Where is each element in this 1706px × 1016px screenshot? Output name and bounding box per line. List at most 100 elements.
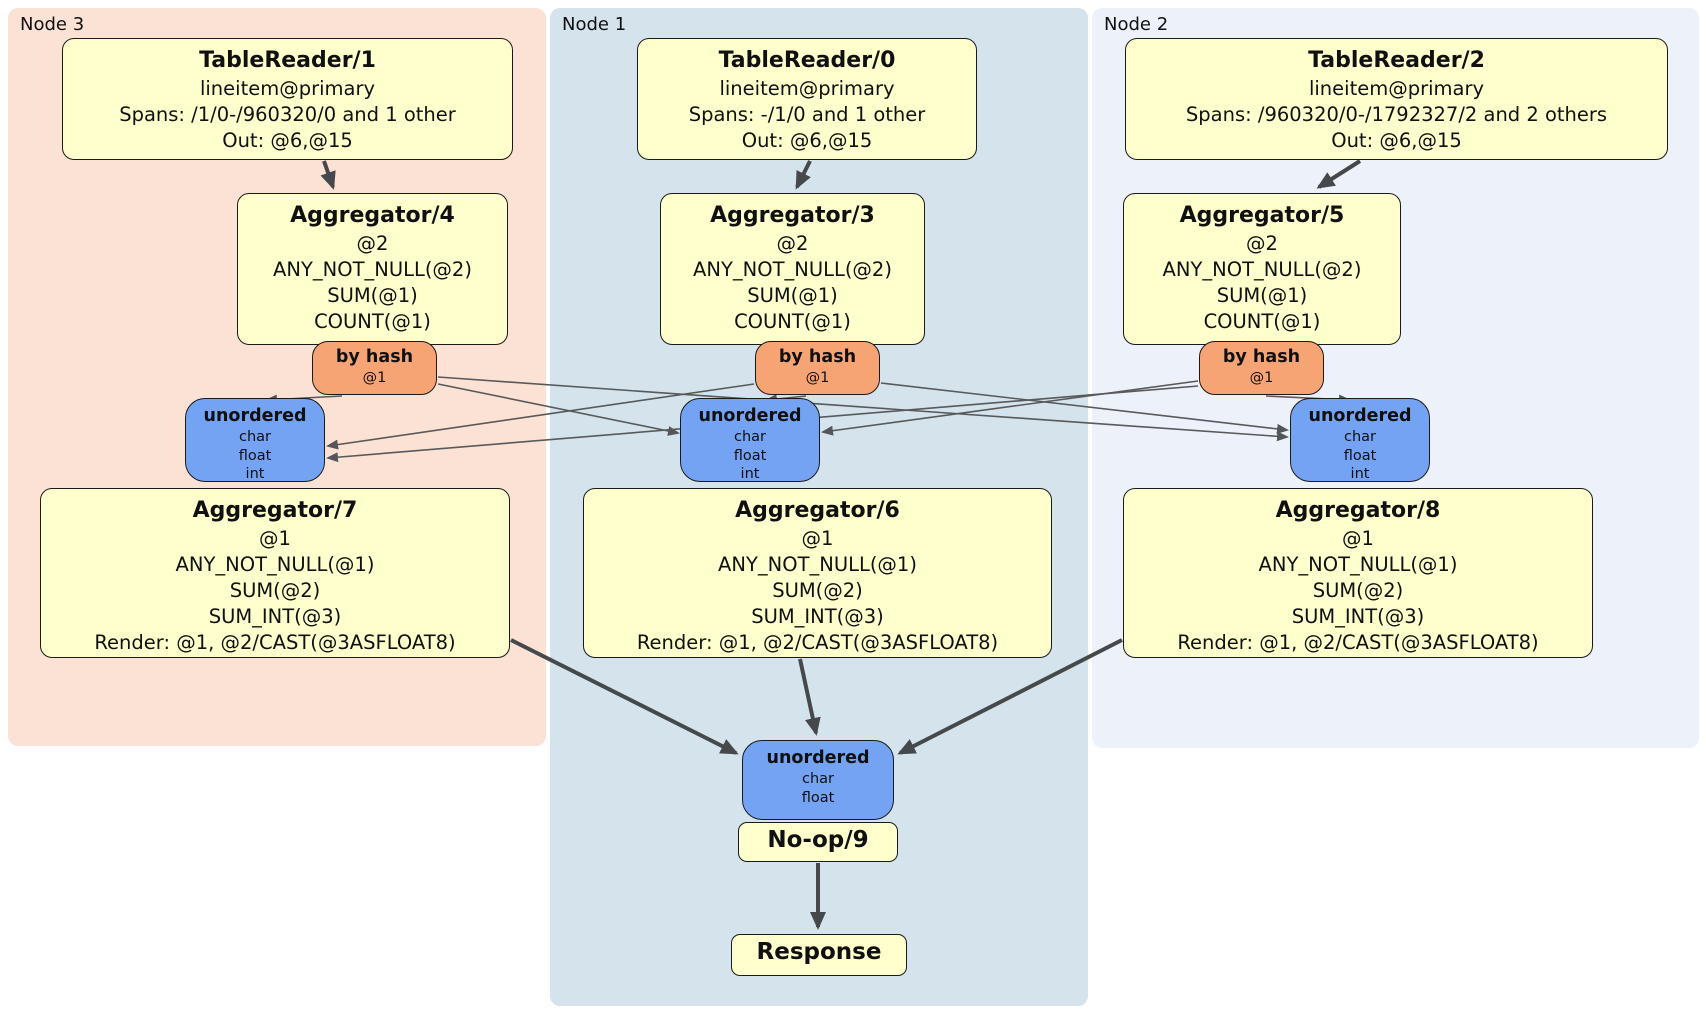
box-detail: SUM_INT(@3)	[1291, 605, 1425, 628]
box-detail: @2	[356, 232, 389, 255]
sync-col: float	[238, 447, 272, 464]
box-detail: Render: @1, @2/CAST(@3ASFLOAT8)	[1177, 631, 1539, 654]
sync-col: int	[1350, 466, 1370, 482]
box-detail: COUNT(@1)	[734, 310, 851, 333]
node-response: Response	[731, 934, 907, 976]
edge-router3-sync1	[437, 383, 680, 436]
box-detail: Out: @6,@15	[741, 129, 873, 152]
box-detail: SUM_INT(@3)	[751, 605, 884, 628]
sync-col: int	[245, 466, 265, 482]
node3-label: Node 3	[20, 14, 85, 35]
sync-title: unordered	[203, 406, 307, 426]
edge-router1-sync2	[880, 382, 1289, 434]
box-detail: SUM(@1)	[327, 284, 418, 307]
router-title: by hash	[1222, 347, 1301, 367]
router-key: @1	[1249, 370, 1274, 386]
box-detail: @2	[1246, 232, 1278, 255]
box-detail: Out: @6,@15	[222, 129, 353, 152]
box-detail: @1	[801, 527, 834, 550]
box-detail: SUM(@1)	[747, 284, 838, 307]
box-title: Response	[756, 939, 882, 965]
box-detail: lineitem@primary	[199, 77, 376, 100]
edge-tr0-agg3	[795, 160, 812, 190]
box-detail: SUM(@2)	[1312, 579, 1404, 602]
box-title: Aggregator/4	[290, 203, 455, 228]
sync-unordered-final: unordered char float	[742, 740, 894, 820]
box-detail: ANY_NOT_NULL(@2)	[693, 258, 892, 281]
edge-router3-sync2	[437, 376, 1289, 442]
router-key: @1	[805, 370, 830, 386]
sync-title: unordered	[698, 406, 802, 426]
box-detail: ANY_NOT_NULL(@2)	[1162, 258, 1362, 281]
sync-col: char	[238, 429, 271, 445]
node-aggregator-3: Aggregator/3 @2 ANY_NOT_NULL(@2) SUM(@1)…	[660, 193, 925, 345]
sync-title: unordered	[766, 748, 870, 768]
edge-agg7-syncfinal	[510, 638, 739, 755]
sync-col: char	[1343, 429, 1376, 445]
box-detail: SUM(@2)	[229, 579, 321, 602]
box-title: TableReader/2	[1308, 48, 1485, 73]
box-detail: ANY_NOT_NULL(@1)	[718, 553, 917, 576]
sync-col: char	[733, 429, 766, 445]
box-detail: SUM(@1)	[1216, 284, 1308, 307]
router-title: by hash	[778, 347, 857, 367]
edge-tr1-agg4	[320, 160, 336, 190]
box-detail: Render: @1, @2/CAST(@3ASFLOAT8)	[636, 631, 999, 654]
sync-col: float	[1343, 447, 1377, 464]
box-detail: COUNT(@1)	[1203, 310, 1321, 333]
box-detail: @1	[259, 527, 291, 550]
node-aggregator-5: Aggregator/5 @2 ANY_NOT_NULL(@2) SUM(@1)…	[1123, 193, 1401, 345]
node-aggregator-7: Aggregator/7 @1 ANY_NOT_NULL(@1) SUM(@2)…	[40, 488, 510, 658]
box-detail: Spans: /960320/0-/1792327/2 and 2 others	[1185, 103, 1608, 126]
edge-router2-sync1	[821, 380, 1199, 436]
box-detail: Spans: -/1/0 and 1 other	[688, 103, 926, 126]
node-noop-9: No-op/9	[738, 822, 898, 862]
sync-col: float	[801, 789, 835, 806]
node-aggregator-6: Aggregator/6 @1 ANY_NOT_NULL(@1) SUM(@2)…	[583, 488, 1052, 658]
node1-label: Node 1	[562, 14, 627, 35]
sync-col: char	[801, 771, 834, 787]
edge-router1-sync3	[326, 383, 755, 450]
box-detail: ANY_NOT_NULL(@2)	[273, 258, 472, 281]
sync-col: int	[740, 466, 760, 482]
edge-agg6-syncfinal	[798, 658, 821, 736]
box-detail: SUM(@2)	[772, 579, 863, 602]
router-key: @1	[362, 370, 387, 386]
node-tablereader-0: TableReader/0 lineitem@primary Spans: -/…	[637, 38, 977, 160]
router-title: by hash	[335, 347, 414, 367]
box-title: Aggregator/6	[735, 498, 900, 523]
box-title: TableReader/0	[718, 48, 896, 73]
router-by-hash-node2: by hash @1	[1199, 341, 1324, 395]
router-by-hash-node1: by hash @1	[755, 341, 880, 395]
sync-unordered-node2: unordered char float int	[1290, 398, 1430, 482]
node-tablereader-1: TableReader/1 lineitem@primary Spans: /1…	[62, 38, 513, 160]
box-title: Aggregator/3	[710, 203, 875, 228]
box-detail: @1	[1342, 527, 1374, 550]
box-detail: ANY_NOT_NULL(@1)	[175, 553, 375, 576]
node-aggregator-4: Aggregator/4 @2 ANY_NOT_NULL(@2) SUM(@1)…	[237, 193, 508, 345]
box-detail: Spans: /1/0-/960320/0 and 1 other	[119, 103, 456, 126]
router-by-hash-node3: by hash @1	[312, 341, 437, 395]
sync-title: unordered	[1308, 406, 1412, 426]
node-aggregator-8: Aggregator/8 @1 ANY_NOT_NULL(@1) SUM(@2)…	[1123, 488, 1593, 658]
box-detail: lineitem@primary	[719, 77, 895, 100]
box-title: Aggregator/7	[192, 498, 358, 523]
box-detail: lineitem@primary	[1308, 77, 1485, 100]
box-detail: COUNT(@1)	[314, 310, 431, 333]
box-title: Aggregator/5	[1179, 203, 1345, 228]
edge-tr2-agg5	[1316, 159, 1362, 189]
box-detail: ANY_NOT_NULL(@1)	[1258, 553, 1458, 576]
node-tablereader-2: TableReader/2 lineitem@primary Spans: /9…	[1125, 38, 1668, 160]
box-detail: Out: @6,@15	[1331, 129, 1462, 152]
edge-agg8-syncfinal	[897, 638, 1123, 755]
box-title: No-op/9	[767, 827, 869, 853]
box-title: TableReader/1	[199, 48, 376, 73]
node2-label: Node 2	[1104, 14, 1169, 35]
sync-unordered-node1: unordered char float int	[680, 398, 820, 482]
box-detail: @2	[776, 232, 809, 255]
box-detail: SUM_INT(@3)	[208, 605, 342, 628]
sync-unordered-node3: unordered char float int	[185, 398, 325, 482]
box-title: Aggregator/8	[1275, 498, 1441, 523]
